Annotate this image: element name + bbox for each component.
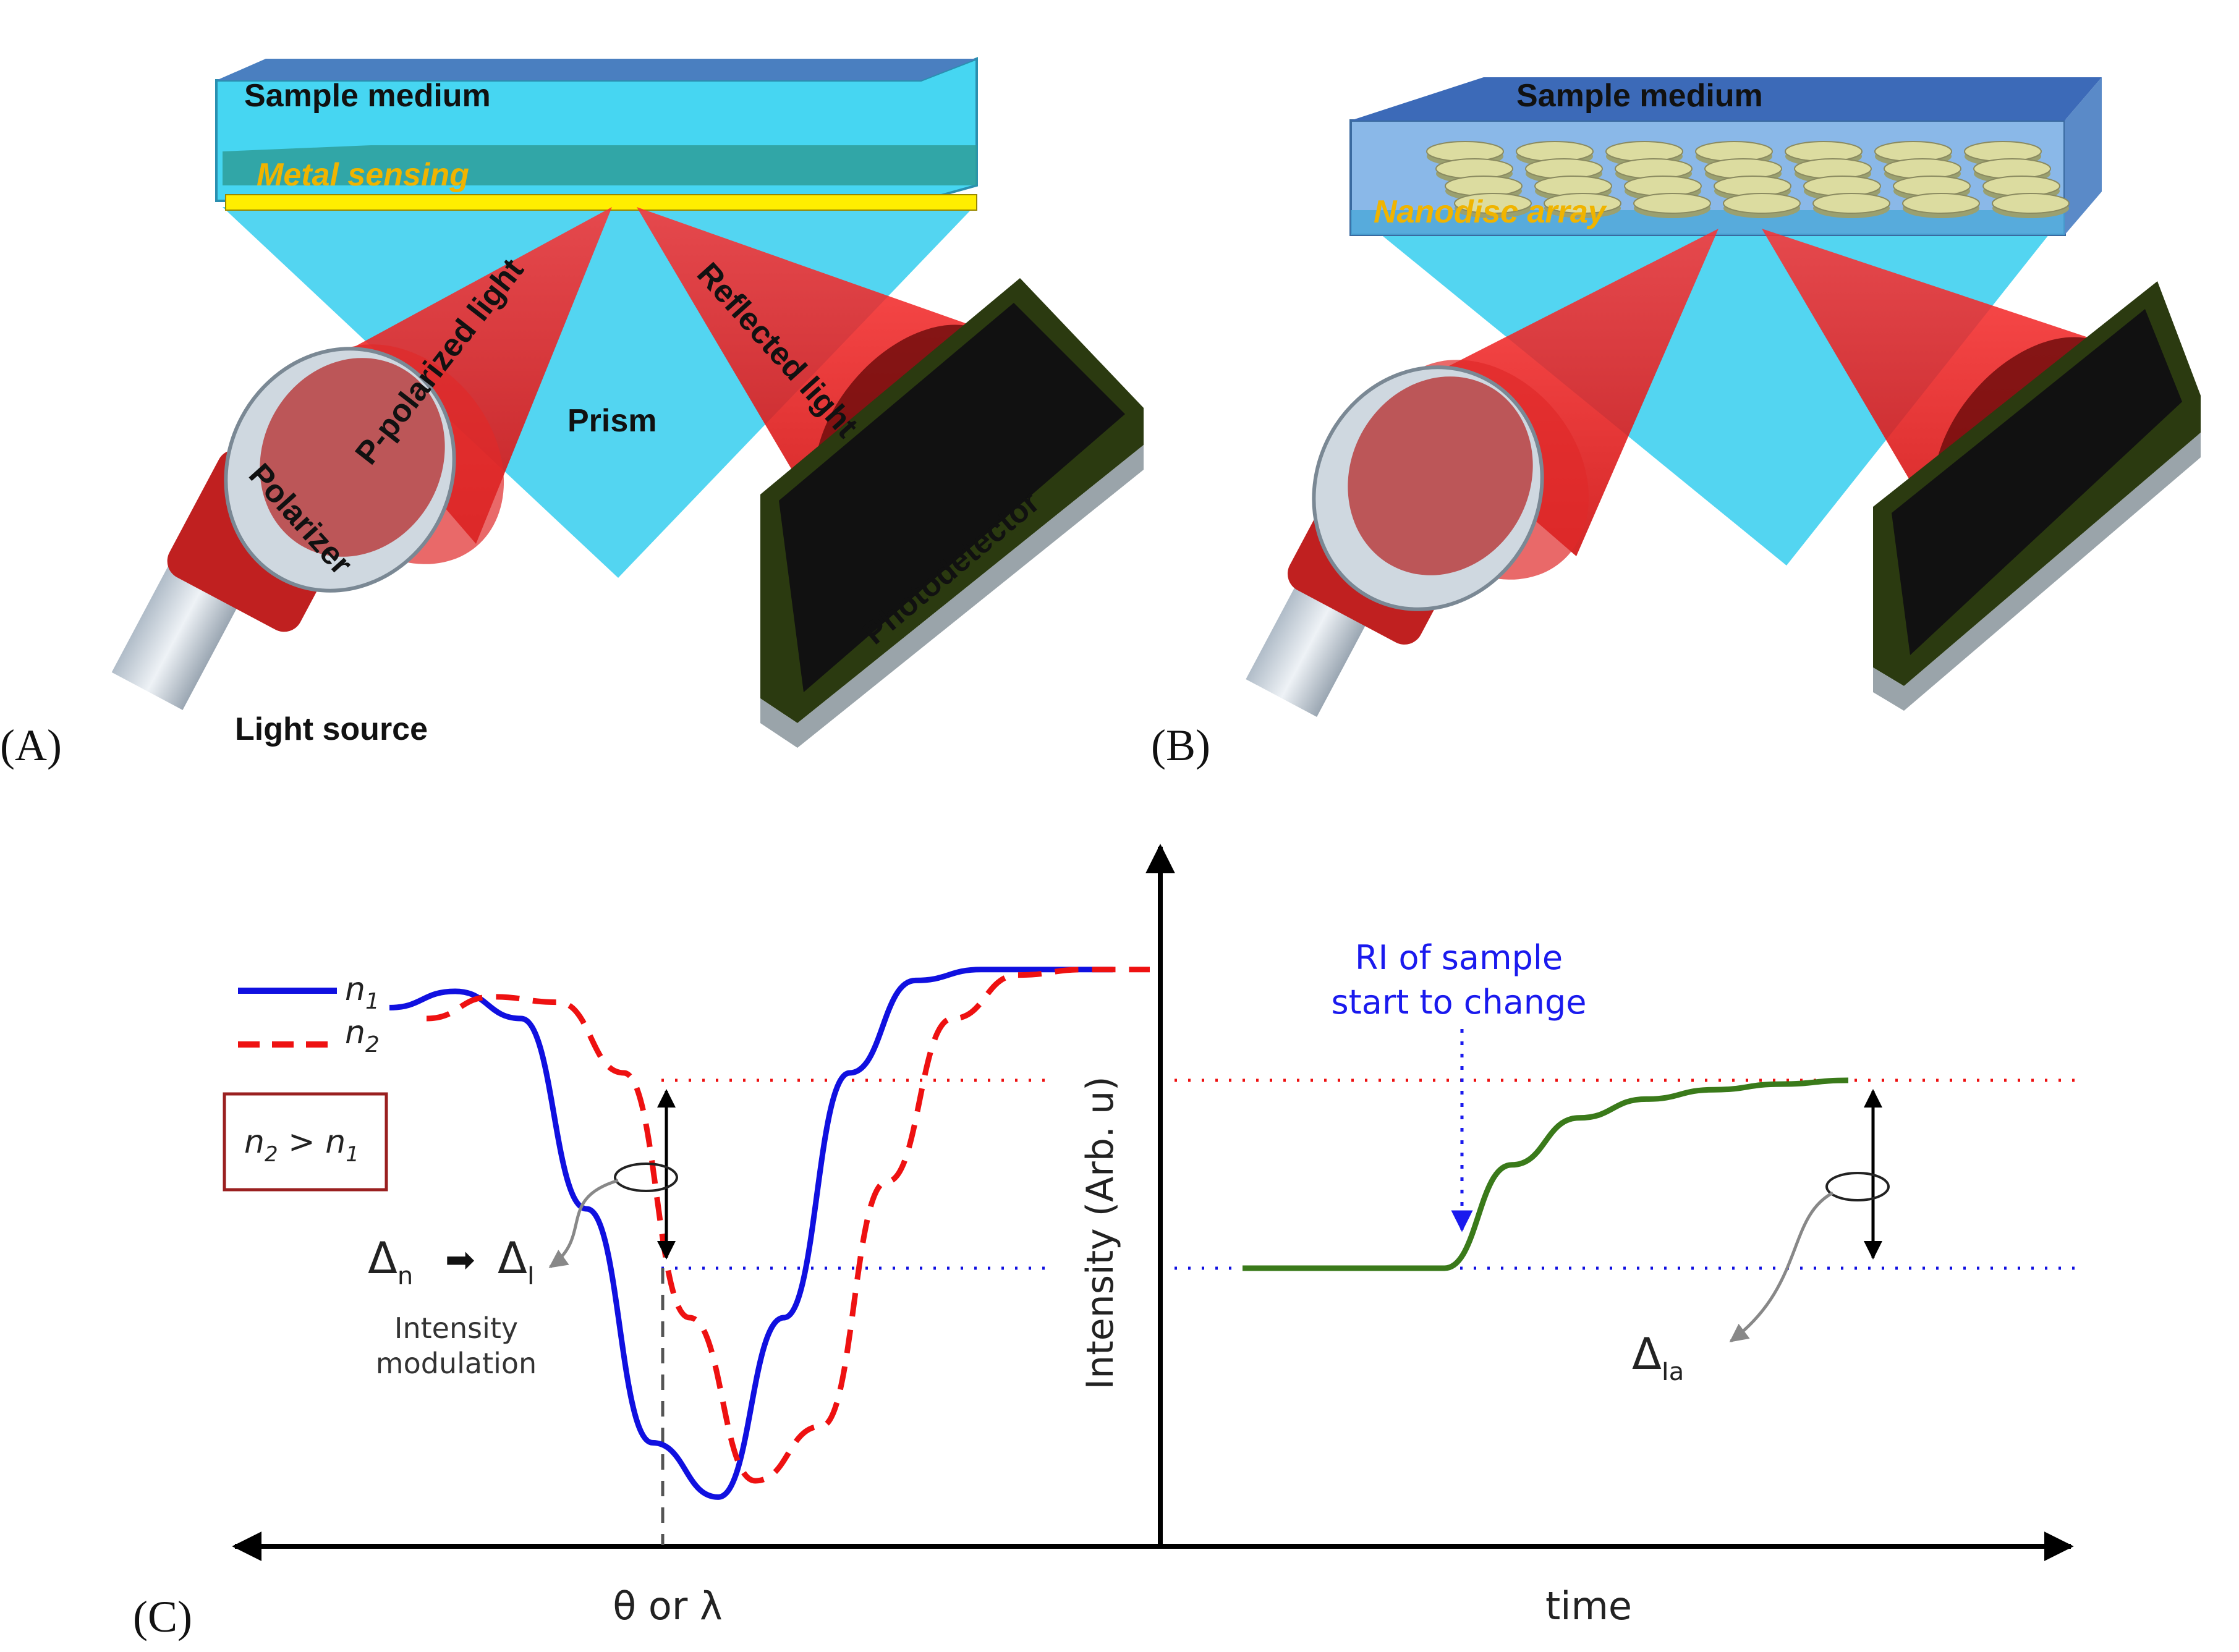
nanodisc-top (1454, 193, 1532, 214)
light-source-b (1246, 365, 1544, 717)
nanodisc-array (1426, 141, 2070, 218)
sample-medium-side-b (2065, 77, 2102, 235)
nanodisc-top (1534, 176, 1612, 197)
intensity-modulation-line2: modulation (376, 1347, 537, 1380)
delta-i-callout (548, 1179, 619, 1269)
nanodisc-top (1902, 193, 1980, 214)
y-axis-label: Intensity (Arb. u) (1079, 1076, 1122, 1389)
panel-label-c: (C) (133, 1592, 192, 1641)
series-time-line (1243, 1077, 1849, 1271)
label-prism: Prism (567, 403, 657, 439)
nanodisc-top (1785, 141, 1863, 162)
light-source-a (111, 347, 456, 710)
panel-b: Sample medium Nanodisc array (B) (1151, 77, 2201, 770)
ri-text-line2: start to change (1331, 983, 1586, 1022)
sample-medium-top-b (1351, 77, 2102, 121)
nanodisc-top (1516, 141, 1594, 162)
nanodisc-top (1992, 193, 2070, 214)
delta-i-ellipse (614, 1163, 678, 1192)
nanodisc-top (1435, 158, 1513, 179)
legend-n1-label: n1 (345, 971, 380, 1014)
nanodisc-top (1964, 141, 2042, 162)
delta-n-label: Δn (368, 1233, 413, 1290)
label-sample-medium-a: Sample medium (244, 78, 491, 114)
delta-arrow-glyph: ➡ (445, 1239, 475, 1281)
nanodisc-top (1803, 176, 1881, 197)
label-sample-medium-b: Sample medium (1516, 78, 1763, 114)
x-axis-label-right: time (1545, 1583, 1632, 1629)
photodetector-a (760, 278, 1144, 748)
delta-ia-ellipse (1825, 1172, 1890, 1201)
label-nanodisc-array: Nanodisc array (1374, 194, 1608, 230)
nanodisc-top (1624, 176, 1702, 197)
panel-a: Sample medium Metal sensing P-polarized … (0, 57, 1144, 770)
panel-label-b: (B) (1151, 721, 1210, 770)
nanodisc-top (1893, 176, 1971, 197)
metal-layer-a (225, 194, 977, 211)
photodetector-b (1873, 281, 2201, 711)
incident-beam-b (1391, 229, 1719, 556)
label-metal-sensing-a: Metal sensing (257, 157, 469, 193)
nanodisc-top (1982, 176, 2060, 197)
delta-i-label: ΔI (498, 1233, 535, 1290)
nanodisc-top (1615, 158, 1693, 179)
nanodisc-top (1874, 141, 1952, 162)
nanodisc-top (1973, 158, 2051, 179)
x-axis-label-left: θ or λ (613, 1583, 722, 1629)
series-n2-line (426, 967, 1150, 1484)
sample-medium-floor-a (223, 145, 977, 185)
reflected-beam-b (1762, 229, 2114, 544)
nanodisc-top (1723, 193, 1801, 214)
nanodisc-top (1714, 176, 1791, 197)
legend-n2-label: n2 (345, 1014, 380, 1057)
sample-medium-top-a (216, 59, 977, 80)
nanodisc-top (1445, 176, 1523, 197)
ri-text-line1: RI of sample (1355, 938, 1563, 977)
delta-ia-callout (1729, 1191, 1834, 1342)
intensity-modulation-line1: Intensity (394, 1311, 518, 1345)
nanodisc-top (1794, 158, 1872, 179)
nanodisc-top (1605, 141, 1683, 162)
series-n1-line (389, 967, 1113, 1500)
nanodisc-top (1812, 193, 1890, 214)
legend: n1 n2 (238, 971, 380, 1057)
panel-c: n1 n2 n2 > n1 Δn ➡ ΔI Intensity modulati… (133, 844, 2077, 1641)
nanodisc-top (1544, 193, 1621, 214)
label-light-source: Light source (235, 711, 428, 747)
nanodisc-top (1884, 158, 1961, 179)
condition-text: n2 > n1 (244, 1124, 359, 1167)
nanodisc-top (1525, 158, 1603, 179)
delta-ia-label: ΔIa (1632, 1329, 1684, 1386)
nanodisc-top (1704, 158, 1782, 179)
nanodisc-top (1633, 193, 1711, 214)
nanodisc-top (1426, 141, 1504, 162)
panel-label-a: (A) (0, 721, 62, 770)
condition-box (223, 1092, 388, 1192)
nanodisc-top (1695, 141, 1773, 162)
reflected-beam-a (637, 207, 995, 532)
incident-beam-a (321, 207, 612, 544)
